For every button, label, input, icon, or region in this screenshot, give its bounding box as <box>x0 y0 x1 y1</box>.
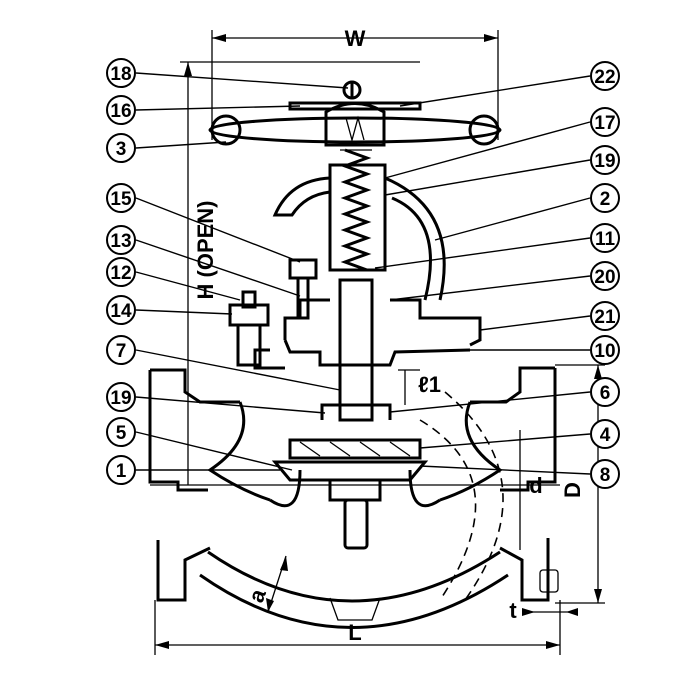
callout-20: 20 <box>590 261 620 291</box>
callout-1-label: 1 <box>116 461 127 482</box>
callout-17: 17 <box>590 107 620 137</box>
dimension-h-label: H (OPEN) <box>193 201 218 300</box>
callout-22: 22 <box>590 61 620 91</box>
callout-14-label: 14 <box>110 301 132 322</box>
callout-19-left-label: 19 <box>110 388 131 409</box>
callout-6: 6 <box>590 377 620 407</box>
callout-2: 2 <box>590 183 620 213</box>
callout-6-label: 6 <box>600 383 611 404</box>
callout-1: 1 <box>106 455 136 485</box>
stem <box>338 148 374 422</box>
callout-5: 5 <box>106 417 136 447</box>
leader-lines <box>135 72 591 475</box>
dimension-t-label: t <box>509 598 517 623</box>
callout-21: 21 <box>590 301 620 331</box>
callout-8: 8 <box>590 459 620 489</box>
callout-10: 10 <box>590 335 620 365</box>
callout-13: 13 <box>106 225 136 255</box>
callout-15: 15 <box>106 183 136 213</box>
valve-body <box>148 366 559 629</box>
disc-seat <box>271 403 429 550</box>
dimension-l-label: L <box>348 620 361 645</box>
callout-8-label: 8 <box>600 465 611 486</box>
callout-7-label: 7 <box>116 341 127 362</box>
callout-10-label: 10 <box>594 341 615 362</box>
dimension-l1-label: ℓ1 <box>418 372 441 397</box>
dimension-d-label: d <box>529 473 542 498</box>
callout-13-label: 13 <box>110 231 131 252</box>
callout-16: 16 <box>106 95 136 125</box>
callout-12: 12 <box>106 257 136 287</box>
callout-11: 11 <box>590 223 620 253</box>
callout-20-label: 20 <box>594 267 615 288</box>
bonnet <box>253 163 482 370</box>
dimension-w-label: W <box>345 26 366 51</box>
callout-4-label: 4 <box>600 425 611 446</box>
callout-19-right: 19 <box>590 145 620 175</box>
callout-21-label: 21 <box>594 307 616 328</box>
bolts <box>228 258 318 367</box>
dimension-bore-label: D <box>560 482 585 498</box>
callout-22-label: 22 <box>594 67 615 88</box>
callout-18-label: 18 <box>110 64 131 85</box>
callout-12-label: 12 <box>110 263 131 284</box>
callout-16-label: 16 <box>110 101 131 122</box>
callout-11-label: 11 <box>595 229 616 250</box>
callout-2-label: 2 <box>600 189 611 210</box>
handwheel <box>208 80 502 147</box>
callout-19-right-label: 19 <box>594 151 615 172</box>
callout-4: 4 <box>590 419 620 449</box>
callout-5-label: 5 <box>116 423 127 444</box>
callout-3: 3 <box>106 133 136 163</box>
callout-7: 7 <box>106 335 136 365</box>
callout-17-label: 17 <box>594 113 615 134</box>
callout-3-label: 3 <box>116 139 127 160</box>
callout-18: 18 <box>106 58 136 88</box>
dimension-lines <box>150 30 605 655</box>
callout-14: 14 <box>106 295 136 325</box>
callout-15-label: 15 <box>110 189 132 210</box>
callout-19-left: 19 <box>106 382 136 412</box>
